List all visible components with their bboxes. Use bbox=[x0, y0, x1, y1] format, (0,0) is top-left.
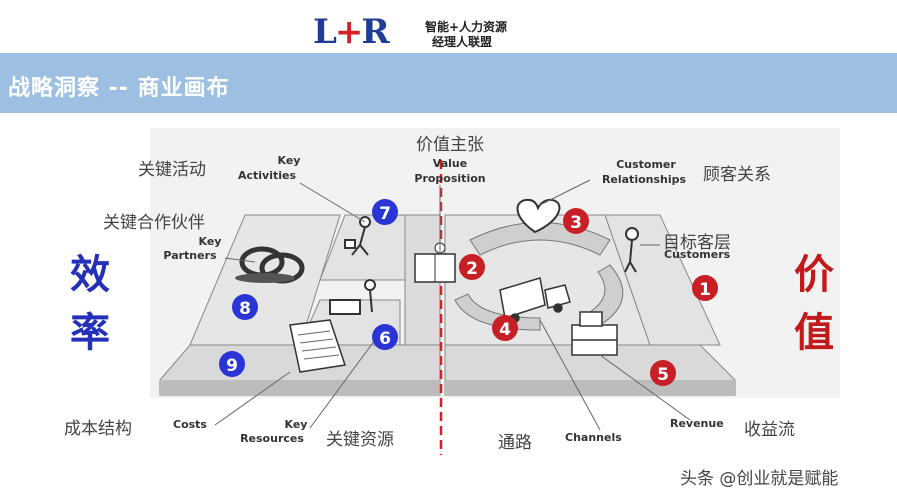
right-platform bbox=[444, 214, 736, 396]
activities-worker-illustration bbox=[344, 216, 371, 256]
watermark-text: 头条 @创业就是赋能 bbox=[680, 469, 838, 489]
logo-mark-r: R bbox=[361, 12, 389, 52]
side-left-bottom: 率 bbox=[70, 310, 110, 356]
badge-2: 2 bbox=[459, 254, 485, 280]
logo-mark-plus: + bbox=[334, 12, 363, 52]
resources-worker-illustration bbox=[329, 279, 376, 315]
label-revenue-en: Revenue bbox=[670, 417, 724, 430]
svg-text:6: 6 bbox=[379, 329, 391, 349]
page-title: 战略洞察 -- 商业画布 bbox=[8, 76, 230, 101]
truck-illustration bbox=[499, 277, 571, 323]
svg-text:5: 5 bbox=[657, 365, 669, 385]
gift-box-illustration bbox=[414, 242, 456, 283]
label-key-resources-en2: Resources bbox=[240, 432, 304, 445]
svg-text:3: 3 bbox=[570, 213, 582, 233]
logo-line-1: 智能+人力资源 bbox=[425, 20, 508, 34]
label-costs-zh: 成本结构 bbox=[64, 419, 132, 439]
label-key-partners-en1: Key bbox=[199, 235, 222, 248]
side-right-top: 价 bbox=[794, 252, 834, 298]
badge-4: 4 bbox=[492, 315, 518, 341]
label-value-proposition-en2: Proposition bbox=[414, 172, 485, 185]
svg-text:8: 8 bbox=[239, 299, 251, 319]
title-banner: 战略洞察 -- 商业画布 bbox=[0, 53, 897, 113]
logo-line-2: 经理人联盟 bbox=[432, 35, 493, 49]
customers-slab bbox=[604, 214, 721, 346]
label-customer-relationships-zh: 顾客关系 bbox=[703, 165, 771, 185]
rings-shadow bbox=[235, 273, 295, 283]
badge-8: 8 bbox=[232, 294, 258, 320]
label-customer-relationships-en1: Customer bbox=[616, 158, 676, 171]
label-customer-relationships-en2: Relationships bbox=[602, 173, 687, 186]
svg-text:2: 2 bbox=[466, 259, 478, 279]
badge-7: 7 bbox=[372, 199, 398, 225]
label-customer-segments-en: Customers bbox=[664, 248, 731, 261]
label-key-activities-en1: Key bbox=[278, 154, 301, 167]
flow-arrow-bottom bbox=[454, 293, 541, 331]
customer-person-illustration bbox=[624, 227, 639, 273]
svg-text:4: 4 bbox=[499, 320, 511, 340]
costs-document-illustration bbox=[289, 319, 346, 373]
badge-3: 3 bbox=[563, 208, 589, 234]
logo: L+R 智能+人力资源 经理人联盟 bbox=[313, 14, 583, 52]
leader-lines bbox=[214, 179, 691, 431]
logo-mark-l: L bbox=[313, 12, 337, 52]
label-value-proposition-en1: Value bbox=[433, 157, 467, 170]
label-key-partners-en2: Partners bbox=[163, 249, 217, 262]
label-key-activities-zh: 关键活动 bbox=[138, 160, 206, 180]
cash-register-illustration bbox=[571, 311, 618, 356]
side-left-top: 效 bbox=[70, 252, 110, 298]
label-key-resources-en1: Key bbox=[285, 418, 308, 431]
label-costs-en: Costs bbox=[173, 418, 207, 431]
cost-slab-edge bbox=[160, 380, 440, 395]
label-customer-segments-zh: 目标客层 bbox=[663, 233, 731, 253]
revenue-slab-edge bbox=[445, 380, 735, 395]
label-channels-en: Channels bbox=[565, 431, 622, 444]
svg-text:7: 7 bbox=[379, 204, 391, 224]
badge-9: 9 bbox=[219, 351, 245, 377]
logo-mark: L+R bbox=[313, 12, 390, 52]
label-channels-zh: 通路 bbox=[498, 433, 532, 453]
badge-1: 1 bbox=[692, 275, 718, 301]
label-key-resources-zh: 关键资源 bbox=[326, 430, 394, 450]
badge-6: 6 bbox=[372, 324, 398, 350]
heart-illustration bbox=[516, 198, 561, 234]
side-right-bottom: 值 bbox=[794, 310, 834, 356]
svg-text:9: 9 bbox=[226, 356, 238, 376]
svg-text:1: 1 bbox=[699, 280, 711, 300]
label-key-activities-en2: Activities bbox=[238, 169, 296, 182]
label-value-proposition-zh: 价值主张 bbox=[416, 135, 484, 155]
badge-5: 5 bbox=[650, 360, 676, 386]
label-key-partners-zh: 关键合作伙伴 bbox=[103, 213, 205, 233]
label-revenue-zh: 收益流 bbox=[744, 420, 795, 440]
